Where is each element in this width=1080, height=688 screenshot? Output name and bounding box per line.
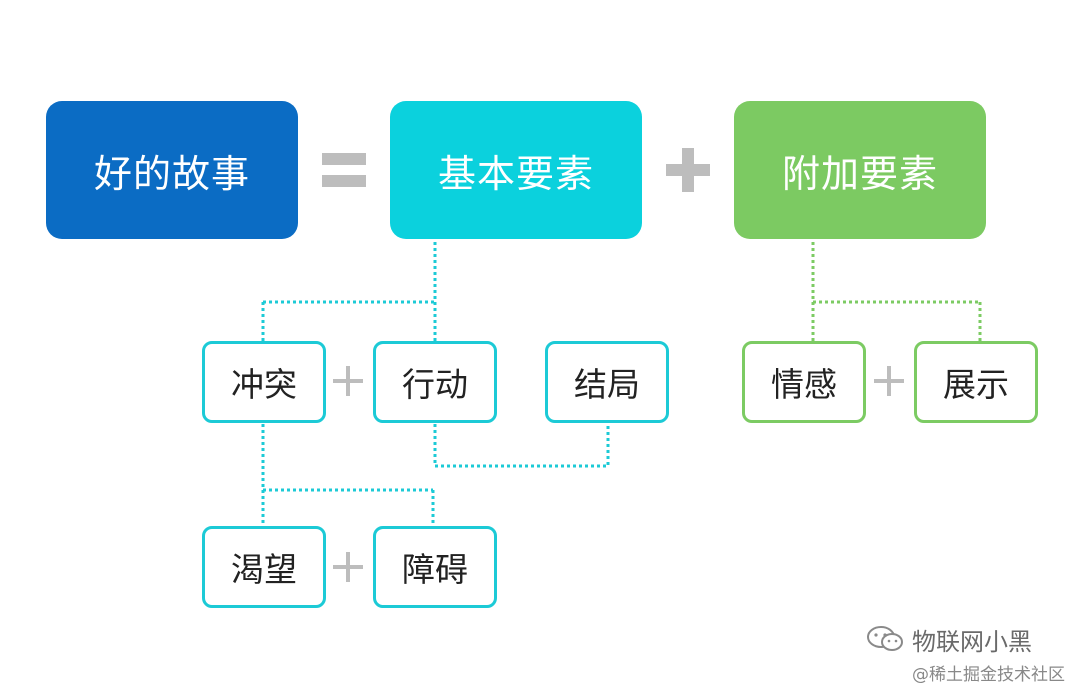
plus-sign-conflict-action: [333, 366, 363, 396]
wechat-icon: [866, 624, 906, 654]
plus-sign-emotion-display: [874, 366, 904, 396]
connector-additional-to-emotion-display: [811, 242, 982, 342]
ending-label: 结局: [574, 365, 640, 404]
plus-sign-desire-obstacle: [333, 552, 363, 582]
desire-box: 渴望: [202, 526, 326, 608]
ending-box: 结局: [545, 341, 669, 423]
plus-sign-top: [666, 148, 710, 192]
obstacle-label: 障碍: [402, 550, 468, 589]
connector-conflict-to-desire-obstacle: [261, 424, 435, 526]
additional-elements-box: 附加要素: [734, 101, 986, 239]
display-label: 展示: [943, 365, 1009, 404]
good-story-box: 好的故事: [46, 101, 298, 239]
desire-label: 渴望: [231, 550, 297, 589]
action-box: 行动: [373, 341, 497, 423]
action-label: 行动: [402, 365, 468, 404]
obstacle-box: 障碍: [373, 526, 497, 608]
watermark-account: 物联网小黑: [912, 628, 1032, 656]
connector-basic-to-conflict-action: [261, 242, 437, 342]
emotion-box: 情感: [742, 341, 866, 423]
basic-elements-label: 基本要素: [437, 151, 594, 196]
display-box: 展示: [914, 341, 1038, 423]
connector-action-to-ending: [433, 424, 610, 468]
equals-sign: [322, 153, 366, 187]
basic-elements-box: 基本要素: [390, 101, 642, 239]
good-story-label: 好的故事: [93, 151, 250, 196]
additional-elements-label: 附加要素: [781, 151, 938, 196]
conflict-box: 冲突: [202, 341, 326, 423]
watermark-site: @稀土掘金技术社区: [912, 665, 1065, 685]
emotion-label: 情感: [771, 365, 837, 404]
conflict-label: 冲突: [231, 365, 297, 404]
